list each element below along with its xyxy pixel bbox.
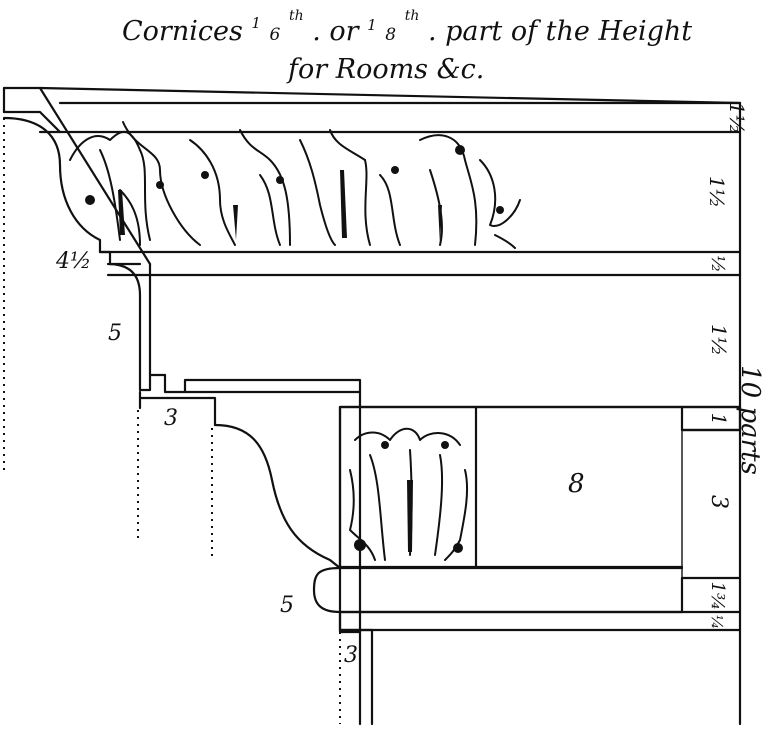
title-frac2-num: 1 — [367, 16, 377, 34]
diagram-title: Cornices 1 6 th . or 1 8 th . part of th… — [122, 0, 692, 85]
title-frac1-den: 6 — [270, 25, 281, 45]
title-suffix: . part of the Height — [428, 16, 692, 47]
title-prefix: Cornices — [122, 16, 243, 47]
title-sup2: th — [405, 8, 420, 24]
label-lower-five: 5 — [280, 593, 294, 618]
scale-seg-4: 1½ — [707, 324, 731, 356]
label-block-eight: 8 — [568, 469, 585, 499]
scale-seg-3: ½ — [707, 255, 728, 272]
label-left-upper: 4½ — [55, 249, 91, 274]
scale-seg-2: 1½ — [705, 176, 729, 208]
dimension-labels: 4½ 5 3 8 5 3 — [55, 249, 585, 668]
right-scale: 1½ 1½ ½ 1½ 1 3 1¾ ¼ 10 parts — [38, 101, 765, 726]
title-line2: for Rooms &c. — [286, 54, 484, 85]
modillion-acanthus-leaf — [349, 427, 469, 561]
label-left-five: 5 — [108, 321, 122, 346]
scale-seg-6: 3 — [706, 495, 731, 509]
title-frac2-den: 8 — [385, 25, 396, 45]
guide-lines — [3, 118, 341, 724]
label-mid-three: 3 — [164, 406, 178, 431]
cornice-profile — [2, 86, 742, 726]
title-sup1: th — [289, 8, 304, 24]
scale-seg-5: 1 — [707, 413, 731, 426]
title-line1: Cornices 1 6 th . or 1 8 th . part of th… — [122, 0, 692, 47]
scale-seg-8: ¼ — [708, 615, 726, 630]
scale-seg-7: 1¾ — [707, 582, 728, 611]
title-frac1-num: 1 — [251, 14, 261, 32]
upper-acanthus-leaves — [69, 121, 521, 249]
title-or: . or — [312, 16, 360, 47]
label-bottom-three: 3 — [344, 643, 358, 668]
scale-seg-1: 1½ — [725, 102, 749, 134]
